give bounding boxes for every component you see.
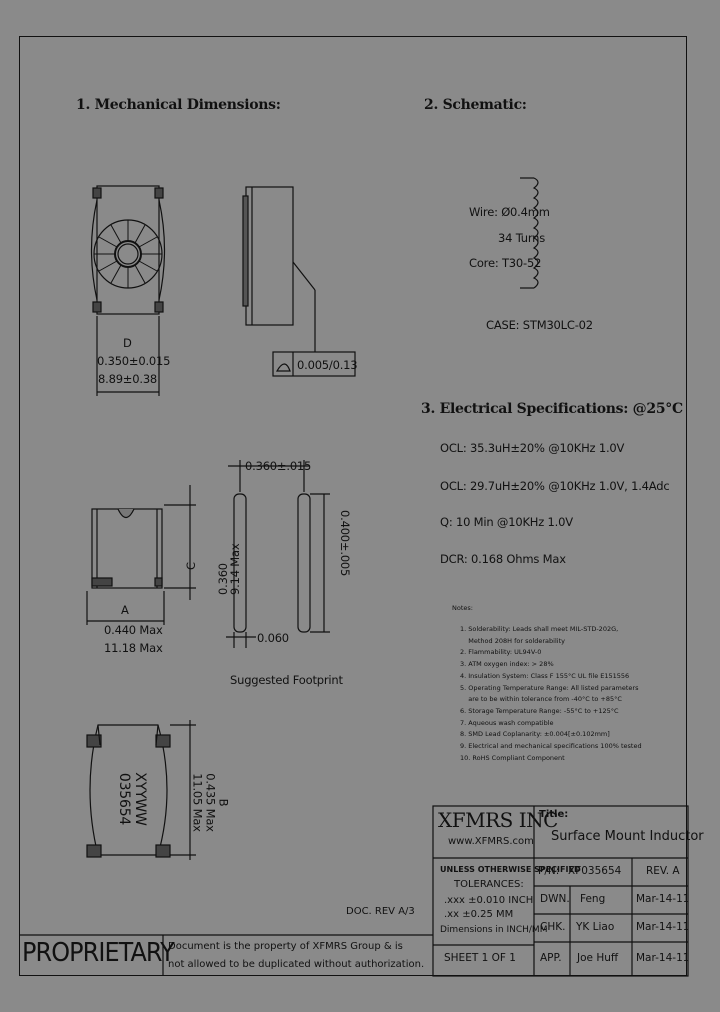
chk-label: CHK. <box>540 921 566 933</box>
dwn-date: Mar-14-11 <box>636 893 690 905</box>
note-item: 7. Aqueous wash compatible <box>460 718 554 727</box>
flatness-value: 0.005/0.13 <box>297 358 358 372</box>
tolerances-label: TOLERANCES: <box>454 879 524 890</box>
pn-value: XF035654 <box>568 865 622 877</box>
drawing-border <box>19 36 687 976</box>
note-item: 10. RoHS Compliant Component <box>460 753 565 762</box>
dwn-name: Feng <box>580 893 606 905</box>
schematic-core: Core: T30-52 <box>469 256 542 270</box>
company-website: www.XFMRS.com <box>448 836 534 847</box>
chk-name: YK Liao <box>576 921 615 933</box>
note-item: 3. ATM oxygen index: > 28% <box>460 660 554 669</box>
note-item: 5. Operating Temperature Range: All list… <box>460 683 639 692</box>
top-view-drawing <box>90 185 166 396</box>
tolerance-inch: .xxx ±0.010 INCH <box>444 895 534 906</box>
footprint-label: Suggested Footprint <box>230 673 343 687</box>
note-item: 6. Storage Temperature Range: -55°C to +… <box>460 706 619 715</box>
note-item: 1. Solderability: Leads shall meet MIL-S… <box>460 625 619 633</box>
dim-c-mm: 9.14 Max <box>228 543 242 595</box>
note-item: 2. Flammability: UL94V-0 <box>460 648 542 657</box>
bottom-view-drawing <box>86 720 196 860</box>
schematic-case: CASE: STM30LC-02 <box>486 318 593 332</box>
dim-d-mm: 8.89±0.38 <box>98 372 158 386</box>
schematic-coil <box>520 177 539 289</box>
spec-dcr: DCR: 0.168 Ohms Max <box>440 552 566 566</box>
proprietary-line-2: not allowed to be duplicated without aut… <box>168 959 425 970</box>
dim-c-letter: C <box>184 562 198 570</box>
schematic-heading: 2. Schematic: <box>424 97 527 113</box>
schematic-wire: Wire: Ø0.4mm <box>469 205 550 219</box>
dwn-label: DWN. <box>540 893 570 905</box>
app-label: APP. <box>540 952 562 964</box>
proprietary-word: PROPRIETARY <box>22 938 175 968</box>
front-view-drawing <box>86 485 196 625</box>
note-item: are to be within tolerance from -40°C to… <box>460 695 622 704</box>
app-name: Joe Huff <box>577 952 619 964</box>
tolerance-header: UNLESS OTHERWISE SPECIFIED <box>440 865 581 874</box>
title-block-lines <box>19 805 689 977</box>
part-marking: XYYWW 035654 <box>116 772 148 826</box>
spec-ocl-2: OCL: 29.7uH±20% @10KHz 1.0V, 1.4Adc <box>440 479 670 493</box>
side-view-drawing <box>242 186 356 377</box>
note-item: 8. SMD Lead Coplanarity: ±0.004[±0.102mm… <box>460 730 610 739</box>
notes-title: Notes: <box>452 604 473 612</box>
company-name: XFMRS INC <box>438 808 558 832</box>
revision: REV. A <box>646 865 680 877</box>
dim-a-inch: 0.440 Max <box>104 623 163 637</box>
dim-a-mm: 11.18 Max <box>104 641 163 655</box>
footprint-width: 0.360±.015 <box>245 459 312 473</box>
sheet-number: SHEET 1 OF 1 <box>444 952 516 964</box>
footprint-drawing <box>226 460 330 648</box>
notes-list: 1. Solderability: Leads shall meet MIL-S… <box>460 624 642 764</box>
app-date: Mar-14-11 <box>636 952 690 964</box>
mechanical-heading: 1. Mechanical Dimensions: <box>76 97 281 113</box>
footprint-height: 0.400±.005 <box>338 510 352 577</box>
note-item: Method 208H for solderability <box>460 636 565 645</box>
doc-revision: DOC. REV A/3 <box>346 906 415 917</box>
dim-d-letter: D <box>123 336 132 350</box>
dim-b-values: B 0.435 Max 11.05 Max <box>190 773 231 832</box>
chk-date: Mar-14-11 <box>636 921 690 933</box>
note-item: 4. Insulation System: Class F 155°C UL f… <box>460 671 630 680</box>
dim-a-letter: A <box>121 603 129 617</box>
schematic-turns: 34 Turns <box>498 231 546 245</box>
electrical-heading: 3. Electrical Specifications: @25°C <box>421 401 683 417</box>
spec-q: Q: 10 Min @10KHz 1.0V <box>440 515 573 529</box>
pn-label: P/N: <box>538 865 560 877</box>
tolerance-mm: .xx ±0.25 MM <box>444 909 514 920</box>
proprietary-line-1: Document is the property of XFMRS Group … <box>168 941 403 952</box>
title-value: Surface Mount Inductor <box>551 829 704 844</box>
footprint-pad: 0.060 <box>257 631 289 645</box>
dim-d-inch: 0.350±0.015 <box>97 354 171 368</box>
title-label: Title: <box>539 809 569 820</box>
dimensions-note: Dimensions in INCH/MM <box>440 925 548 935</box>
note-item: 9. Electrical and mechanical specificati… <box>460 742 642 751</box>
spec-ocl-1: OCL: 35.3uH±20% @10KHz 1.0V <box>440 441 625 455</box>
